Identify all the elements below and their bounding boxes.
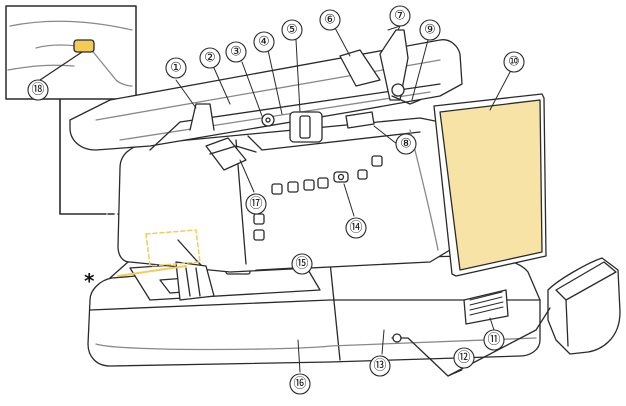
callout-11: ⑪ — [487, 333, 500, 348]
lcd-screen — [433, 93, 547, 277]
top-cover — [69, 29, 463, 171]
callout-2: ② — [204, 51, 216, 66]
asterisk-marker: * — [84, 269, 95, 293]
callout-3: ③ — [230, 45, 242, 60]
callout-16: ⑯ — [293, 377, 306, 392]
callout-9: ⑨ — [424, 23, 436, 38]
machine-body — [117, 117, 451, 301]
callout-circles — [27, 5, 525, 395]
callout-8: ⑧ — [400, 137, 412, 152]
callout-4: ④ — [258, 35, 270, 50]
callout-7: ⑦ — [394, 9, 406, 24]
callout-10: ⑩ — [508, 55, 520, 70]
leader-lines — [175, 25, 511, 377]
callout-14: ⑭ — [349, 221, 362, 236]
callout-5: ⑤ — [286, 23, 298, 38]
callout-13: ⑬ — [373, 359, 386, 374]
operation-buttons — [253, 155, 383, 241]
callout-6: ⑥ — [324, 13, 336, 28]
callout-1: ① — [170, 61, 182, 76]
callout-18: ⑱ — [31, 83, 44, 98]
side-vent — [463, 289, 509, 325]
callout-17: ⑰ — [249, 197, 262, 212]
callout-15: ⑮ — [295, 257, 308, 272]
inset-detail-view — [5, 5, 137, 100]
inset-connector-line — [59, 98, 107, 215]
callout-12: ⑫ — [457, 351, 470, 366]
